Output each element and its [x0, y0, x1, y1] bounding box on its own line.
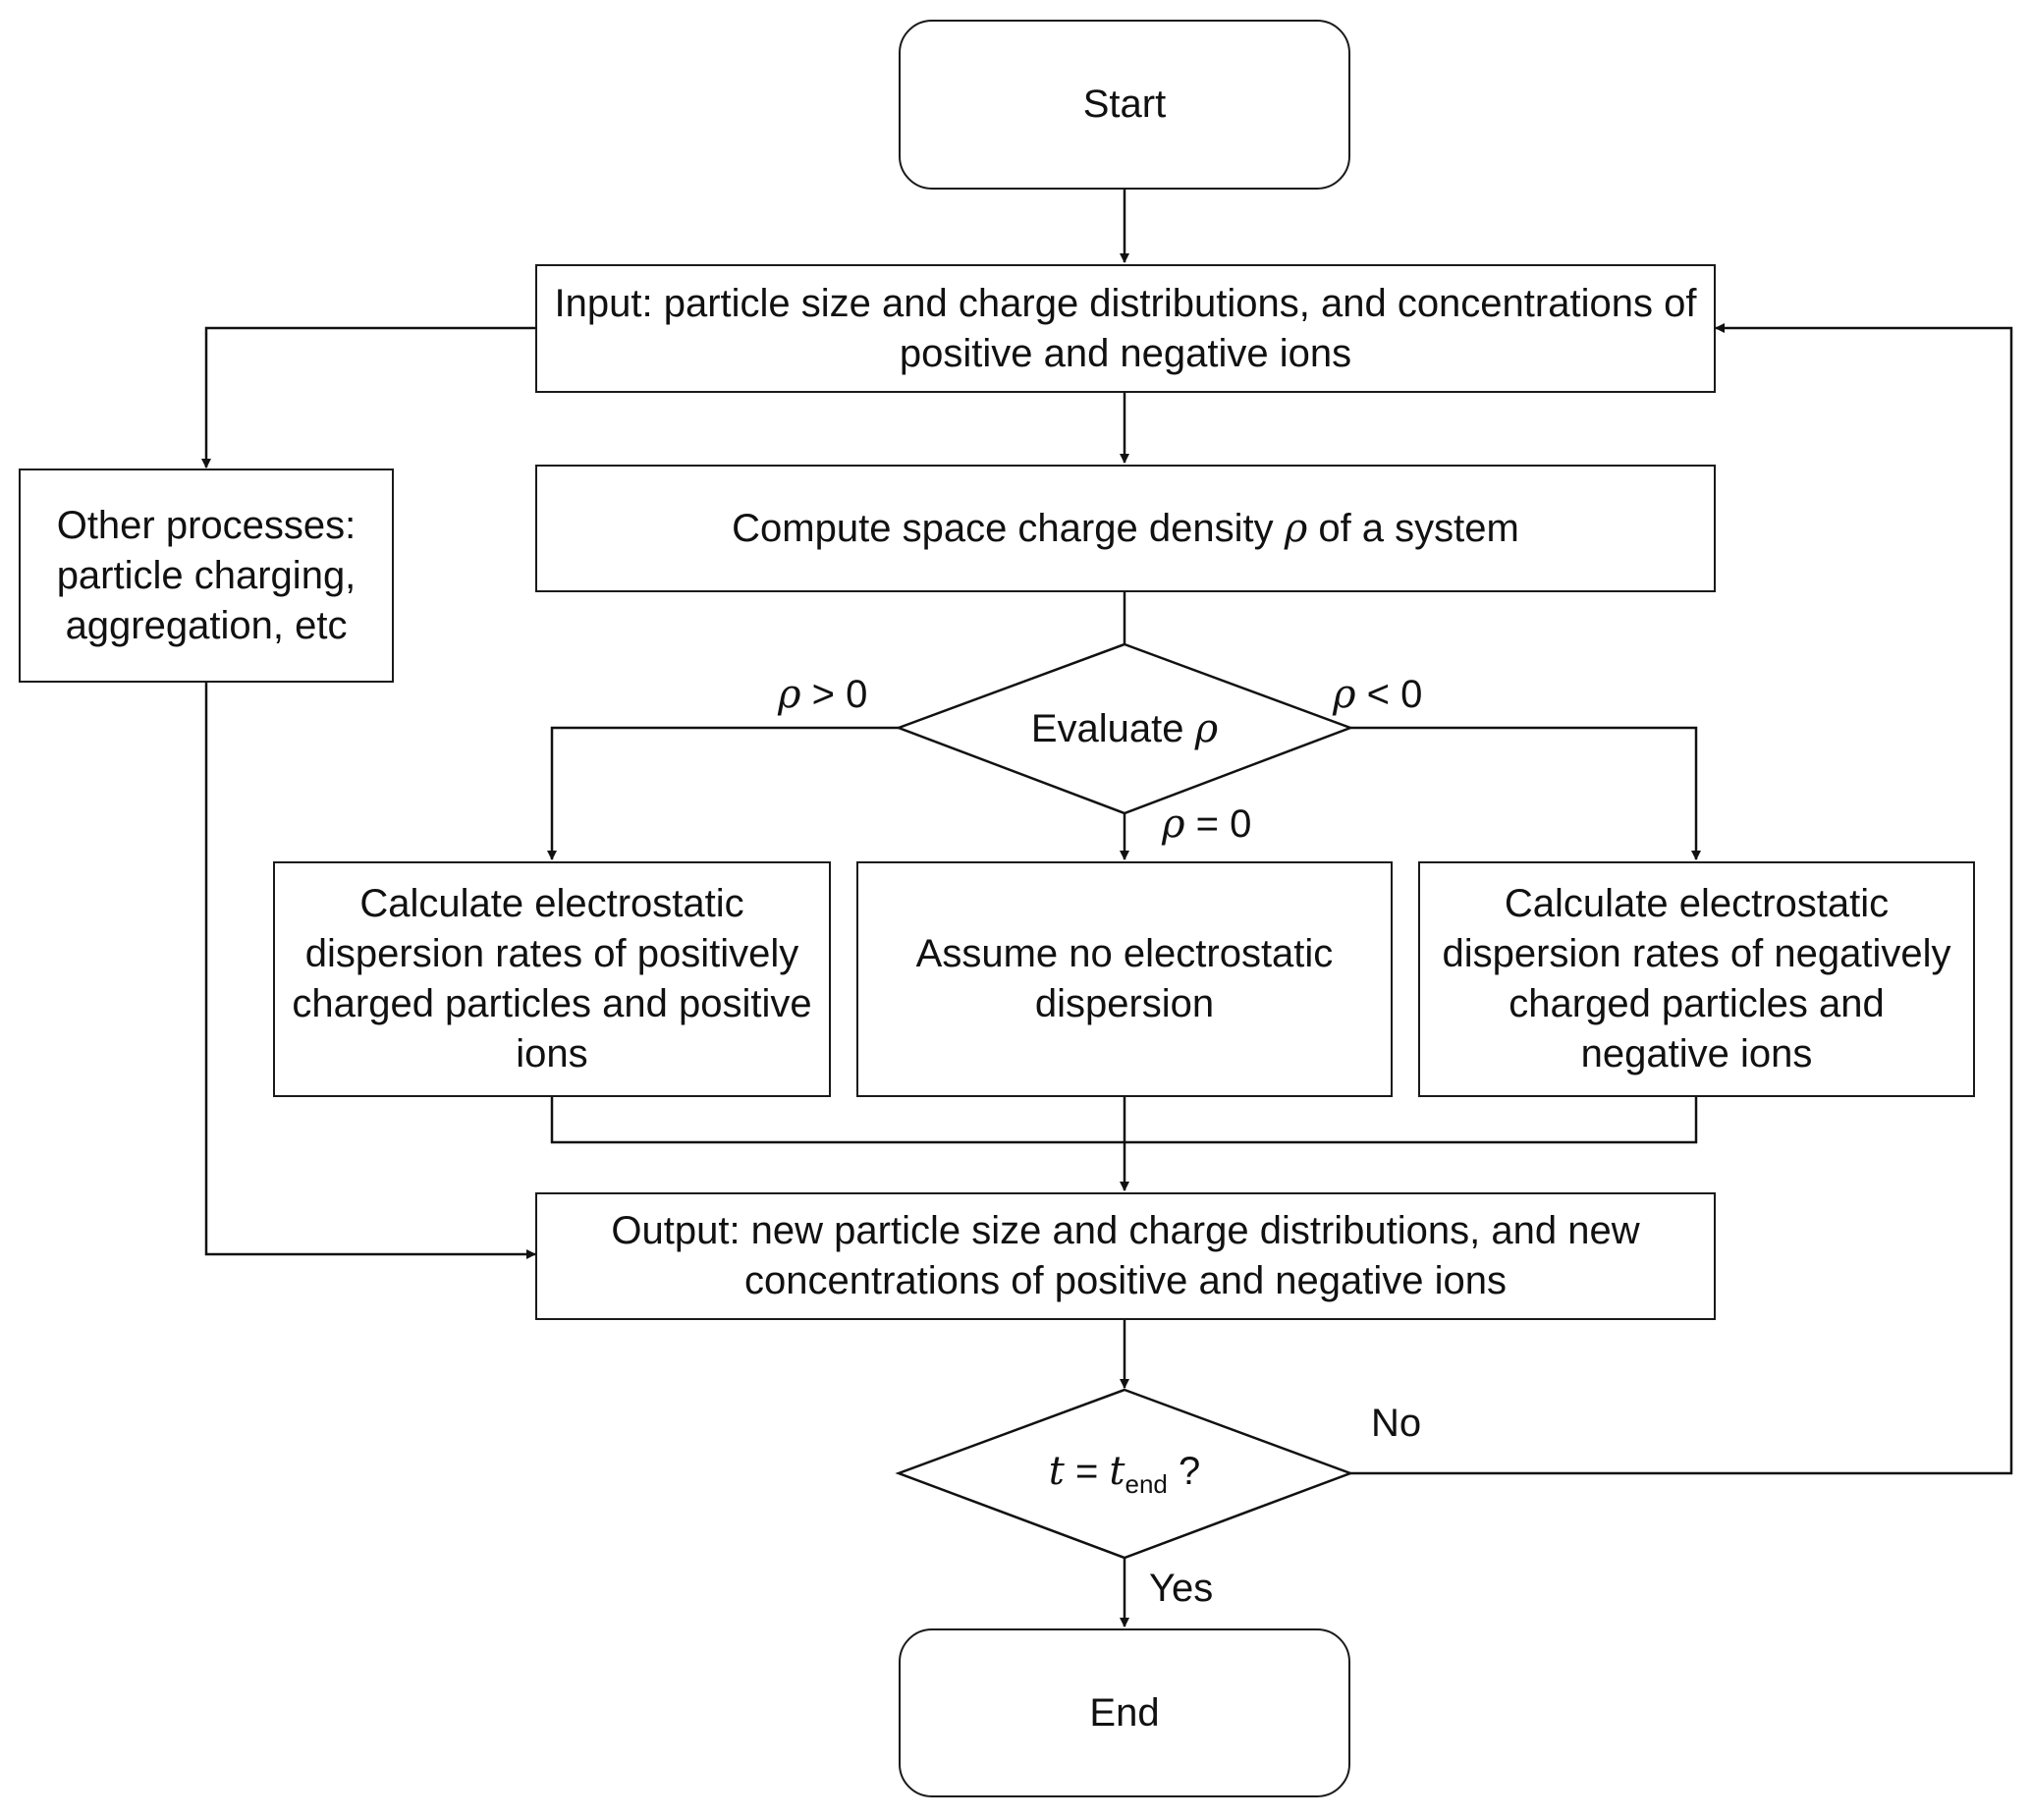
end-subscript: end: [1125, 1468, 1168, 1499]
end-node: End: [899, 1628, 1350, 1797]
t-end-symbol: t: [1109, 1448, 1125, 1494]
edge-input-other: [201, 326, 535, 469]
start-label: Start: [1082, 83, 1167, 126]
compute-suffix: of a system: [1307, 506, 1519, 550]
edge-other-output: [204, 683, 536, 1259]
evaluate-prefix: Evaluate: [1030, 707, 1195, 750]
no-dispersion-label: Assume no electrostatic dispersion: [915, 932, 1334, 1025]
no-dispersion-node: Assume no electrostatic dispersion: [856, 861, 1393, 1097]
time-check-decision: t = tend ?: [899, 1390, 1350, 1558]
compute-prefix: Compute space charge density: [732, 506, 1285, 550]
no-label: No: [1371, 1402, 1422, 1445]
rho-symbol: ρ: [1333, 672, 1356, 717]
rho-symbol: ρ: [1162, 801, 1185, 847]
t-symbol: t: [1048, 1448, 1065, 1494]
rho-symbol: ρ: [1194, 706, 1219, 751]
other-processes-label: Other processes: particle charging, aggr…: [56, 503, 357, 647]
positive-dispersion-node: Calculate electrostatic dispersion rates…: [273, 861, 831, 1097]
output-label: Output: new particle size and charge dis…: [611, 1209, 1640, 1302]
rho-gt-text: > 0: [800, 673, 868, 716]
decision-check-shape: [895, 1388, 1354, 1560]
rho-zero-label: ρ = 0: [1162, 801, 1251, 847]
input-label: Input: particle size and charge distribu…: [554, 281, 1697, 375]
edge-check-input-loop: [1350, 323, 2013, 1475]
output-node: Output: new particle size and charge dis…: [535, 1192, 1716, 1320]
rho-positive-label: ρ > 0: [778, 672, 867, 717]
positive-dispersion-label: Calculate electrostatic dispersion rates…: [292, 882, 812, 1075]
evaluate-label: Evaluate ρ: [1031, 706, 1218, 751]
rho-symbol: ρ: [778, 672, 801, 717]
yes-label: Yes: [1149, 1567, 1214, 1610]
compute-node: Compute space charge density ρ of a syst…: [535, 465, 1716, 592]
other-processes-node: Other processes: particle charging, aggr…: [19, 469, 394, 683]
compute-label: Compute space charge density ρ of a syst…: [720, 504, 1531, 554]
time-check-label: t = tend ?: [1049, 1449, 1201, 1500]
end-label: End: [1089, 1690, 1160, 1735]
input-node: Input: particle size and charge distribu…: [535, 264, 1716, 393]
start-node: Start: [899, 20, 1350, 190]
negative-dispersion-label: Calculate electrostatic dispersion rates…: [1442, 882, 1951, 1075]
rho-symbol: ρ: [1284, 505, 1308, 551]
edge-evaluate-negative: [1350, 726, 1701, 860]
decision-evaluate-shape: [895, 642, 1354, 815]
equals-sign: =: [1064, 1449, 1110, 1493]
rho-negative-label: ρ < 0: [1333, 672, 1422, 717]
rho-eq-text: = 0: [1184, 802, 1252, 846]
evaluate-decision: Evaluate ρ: [899, 644, 1350, 813]
negative-dispersion-node: Calculate electrostatic dispersion rates…: [1418, 861, 1975, 1097]
edge-evaluate-positive: [547, 726, 899, 860]
rho-lt-text: < 0: [1355, 673, 1423, 716]
question-mark: ?: [1167, 1449, 1201, 1493]
